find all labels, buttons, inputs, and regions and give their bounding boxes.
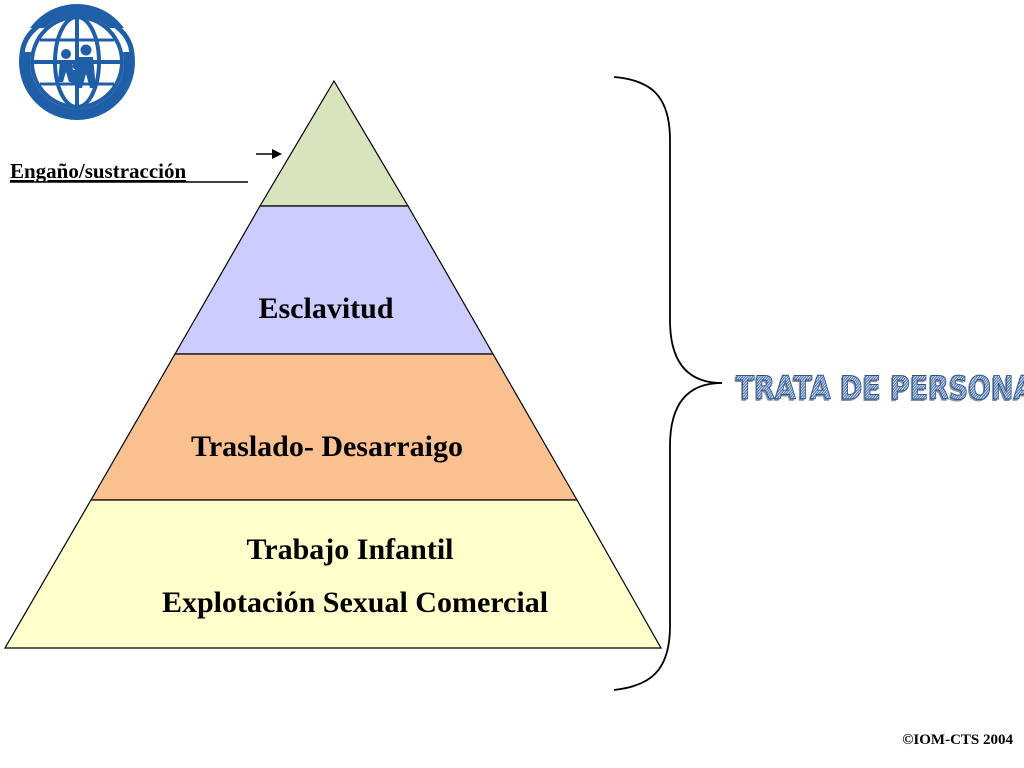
- heading-shadow: TRATA DE PERSONAS: [735, 372, 1024, 409]
- arrow-right-icon: [256, 149, 282, 159]
- copyright-footer: ©IOM-CTS 2004: [902, 732, 1013, 748]
- trata-de-personas-heading: TRATA DE PERSONAS TRATA DE PERSONAS: [735, 369, 1024, 409]
- heading-text: TRATA DE PERSONAS: [736, 370, 1024, 407]
- level-label-traslado: Traslado- Desarraigo: [191, 430, 463, 463]
- iom-logo-icon: [10, 4, 144, 120]
- level-label-explotacion: Explotación Sexual Comercial: [162, 586, 548, 619]
- curly-brace-icon: [613, 76, 723, 691]
- side-label-engano: Engaño/sustracción: [10, 159, 187, 183]
- pyramid-level-base: [3, 499, 663, 649]
- level-label-esclavitud: Esclavitud: [258, 292, 393, 325]
- pyramid-level-traslado: [89, 353, 579, 501]
- pyramid-level-esclavitud: [173, 205, 495, 355]
- level-label-trabajo-infantil: Trabajo Infantil: [247, 533, 454, 566]
- pyramid-level-top: [258, 79, 410, 207]
